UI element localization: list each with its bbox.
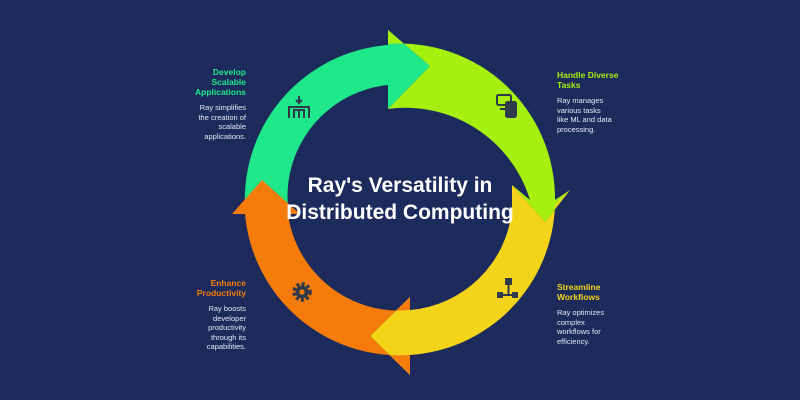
step-description: Ray manages various tasks like ML and da… — [557, 96, 667, 134]
step-desc-line: developer — [213, 313, 246, 323]
step-title-line: Applications — [194, 87, 246, 97]
step-title-line: Productivity — [196, 288, 246, 298]
title-line-1: Ray's Versatility in — [307, 174, 493, 197]
arc-green — [244, 30, 430, 207]
step-desc-line: efficiency. — [557, 336, 590, 346]
step-desc-line: Ray manages — [557, 96, 604, 105]
step-desc-line: Ray simplifies — [199, 103, 246, 112]
step-desc-line: Ray boosts — [208, 304, 246, 313]
step-title-line: Tasks — [557, 80, 581, 90]
step-title-line: Enhance — [210, 278, 246, 288]
step-description: Ray optimizes complex workflows for effi… — [557, 308, 667, 346]
devices-icon — [496, 94, 517, 118]
step-desc-line: applications. — [204, 131, 246, 141]
title-line-2: Distributed Computing — [286, 201, 514, 224]
step-desc-line: like ML and data — [557, 115, 612, 124]
step-desc-line: Ray optimizes — [557, 308, 605, 317]
step-desc-line: processing. — [557, 124, 596, 134]
step-title: Enhance Productivity — [150, 278, 246, 298]
diagram-title: Ray's Versatility in Distributed Computi… — [270, 172, 530, 226]
arc-yellow — [370, 185, 570, 375]
step-desc-line: workflows for — [557, 327, 601, 336]
step-title-line: Streamline — [557, 282, 601, 292]
gear-icon — [292, 282, 312, 302]
step-desc-line: scalable — [218, 122, 246, 131]
step-title-line: Scalable — [211, 77, 247, 87]
step-description: Ray simplifies the creation of scalable … — [150, 103, 246, 141]
step-enhance-productivity: Enhance Productivity Ray boosts develope… — [150, 278, 246, 352]
step-title-line: Develop — [212, 67, 246, 77]
arc-orange — [232, 180, 410, 375]
workflow-icon — [497, 278, 518, 298]
step-develop-scalable-applications: Develop Scalable Applications Ray simpli… — [150, 67, 246, 141]
step-desc-line: capabilities. — [206, 342, 246, 351]
arc-lime — [388, 30, 570, 222]
step-desc-line: complex — [557, 317, 585, 327]
step-title: Streamline Workflows — [557, 282, 667, 302]
step-streamline-workflows: Streamline Workflows Ray optimizes compl… — [557, 282, 667, 346]
step-desc-line: through its — [210, 332, 246, 342]
step-description: Ray boosts developer productivity throug… — [150, 304, 246, 352]
step-title: Develop Scalable Applications — [150, 67, 246, 97]
step-title-line: Workflows — [557, 292, 600, 302]
scale-up-icon — [288, 96, 310, 118]
step-desc-line: the creation of — [198, 112, 246, 122]
step-title: Handle Diverse Tasks — [557, 70, 667, 90]
step-desc-line: various tasks — [557, 105, 601, 115]
step-desc-line: productivity — [208, 323, 246, 332]
step-title-line: Handle Diverse — [557, 70, 619, 80]
step-handle-diverse-tasks: Handle Diverse Tasks Ray manages various… — [557, 70, 667, 134]
